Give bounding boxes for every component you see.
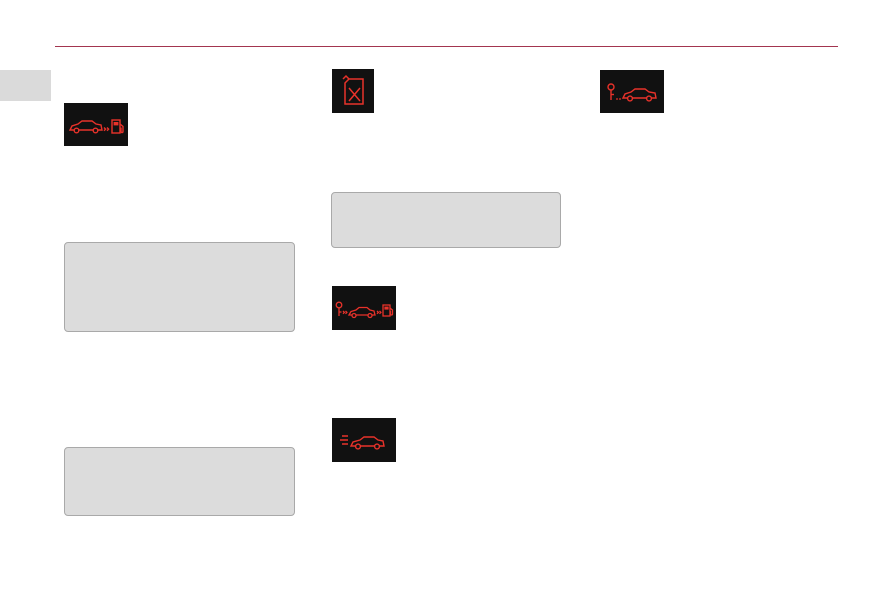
key-to-car-icon — [600, 70, 664, 113]
note-box-3 — [331, 192, 561, 248]
note-box-1 — [64, 242, 295, 332]
fuel-can-crossed-icon — [332, 69, 374, 113]
car-with-motion-lines-icon — [332, 418, 396, 462]
header-rule — [55, 46, 838, 47]
note-box-2 — [64, 447, 295, 516]
car-to-fuel-station-icon — [64, 103, 128, 146]
key-car-fuel-station-icon — [332, 286, 396, 330]
chapter-tab — [0, 70, 51, 101]
